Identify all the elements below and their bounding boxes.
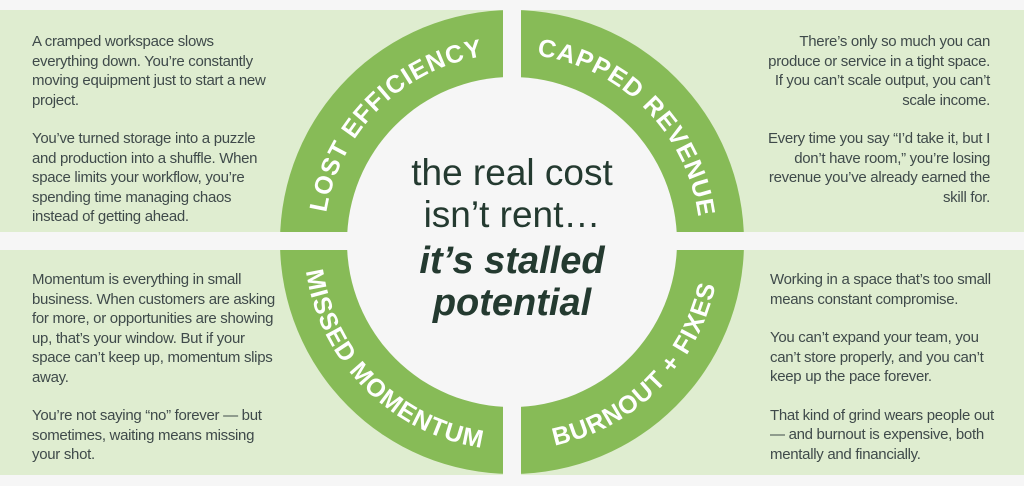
paragraph: A cramped workspace slows everything dow… xyxy=(32,33,266,109)
top-margin xyxy=(0,0,1024,10)
paragraph: Every time you say “I’d take it, but I d… xyxy=(767,130,990,206)
center-emphasis: it’s stalled potential xyxy=(362,240,662,324)
lost-efficiency-description: A cramped workspace slows everything dow… xyxy=(32,32,272,246)
capped-revenue-description: There’s only so much you can produce or … xyxy=(758,32,990,226)
center-line-2: isn’t rent… xyxy=(423,194,601,235)
bottom-margin xyxy=(0,475,1024,486)
center-line-3: it’s stalled xyxy=(419,240,605,282)
missed-momentum-description: Momentum is everything in small business… xyxy=(32,270,277,484)
paragraph: That kind of grind wears people out — an… xyxy=(770,406,994,463)
paragraph: You can’t expand your team, you can’t st… xyxy=(770,329,984,385)
paragraph: You’re not saying “no” forever — but som… xyxy=(32,407,262,463)
paragraph: Momentum is everything in small business… xyxy=(32,271,275,386)
burnout-fixes-description: Working in a space that’s too small mean… xyxy=(770,270,1002,483)
paragraph: There’s only so much you can produce or … xyxy=(768,33,990,109)
center-line-1: the real cost xyxy=(411,152,613,193)
center-line-4: potential xyxy=(432,282,592,324)
horizontal-divider xyxy=(0,232,1024,250)
center-heading: the real cost isn’t rent… xyxy=(362,152,662,236)
paragraph: Working in a space that’s too small mean… xyxy=(770,271,991,308)
paragraph: You’ve turned storage into a puzzle and … xyxy=(32,130,258,225)
